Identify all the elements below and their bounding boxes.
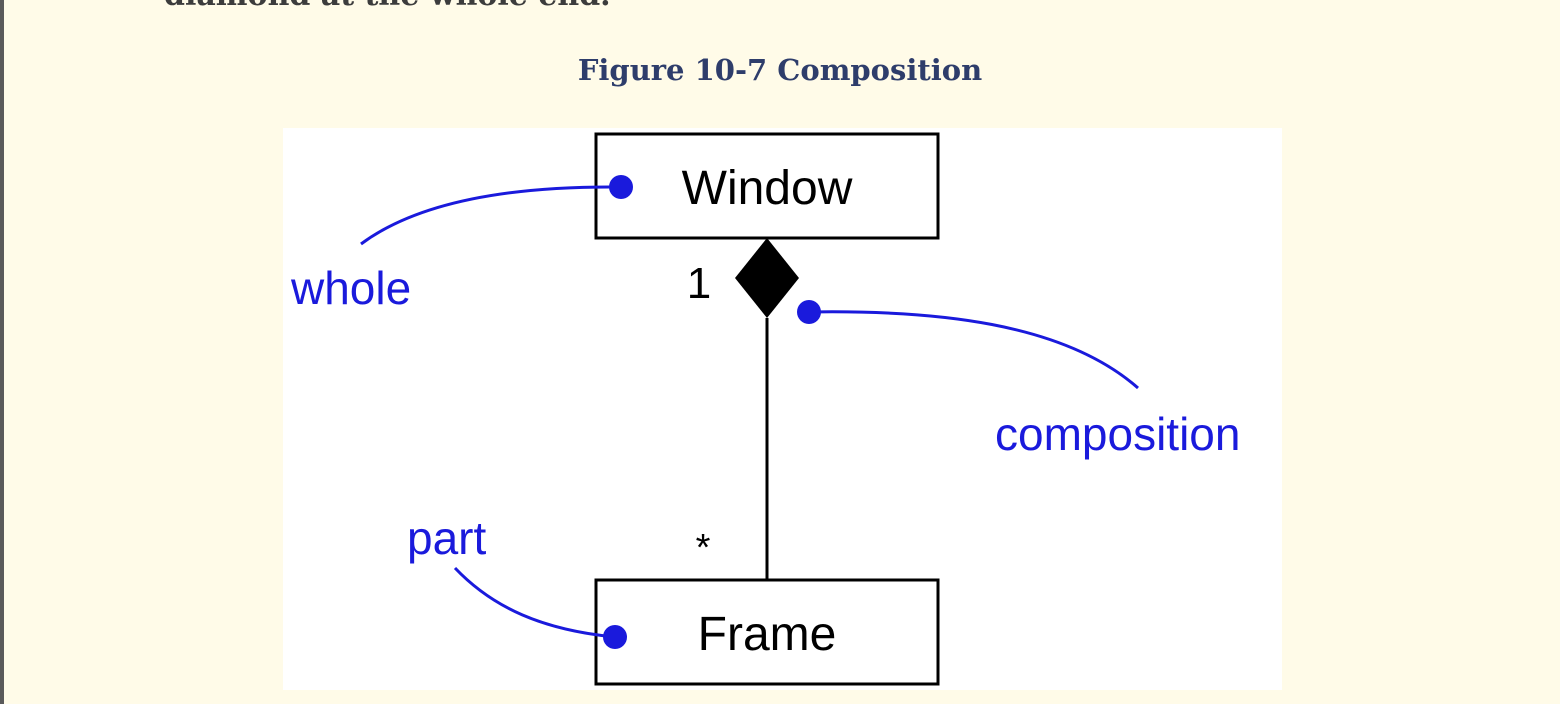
part-callout-dot (603, 625, 627, 649)
part-multiplicity: * (696, 527, 711, 569)
composition-callout-dot (797, 300, 821, 324)
composition-callout-line (808, 310, 1139, 390)
composition-diamond-icon (735, 238, 799, 318)
window-class-label: Window (682, 162, 853, 215)
frame-class-box (594, 578, 940, 686)
part-callout-line (453, 566, 616, 639)
composition-diagram-figure: Window Frame 1 * whole composition part (283, 128, 1282, 690)
whole-callout-line (360, 185, 622, 246)
frame-class-label: Frame (698, 608, 837, 661)
uml-composition-diagram: Window Frame 1 * whole composition part (290, 132, 1240, 686)
part-annotation-label: part (407, 512, 486, 564)
window-class-box (594, 132, 940, 240)
preceding-paragraph-fragment: diamond at the whole end. (164, 0, 611, 14)
figure-caption: Figure 10-7 Composition (577, 53, 983, 87)
whole-multiplicity: 1 (687, 259, 711, 308)
whole-annotation-label: whole (290, 262, 411, 314)
page-left-border (0, 0, 4, 704)
composition-annotation-label: composition (995, 408, 1240, 460)
whole-callout-dot (609, 175, 633, 199)
